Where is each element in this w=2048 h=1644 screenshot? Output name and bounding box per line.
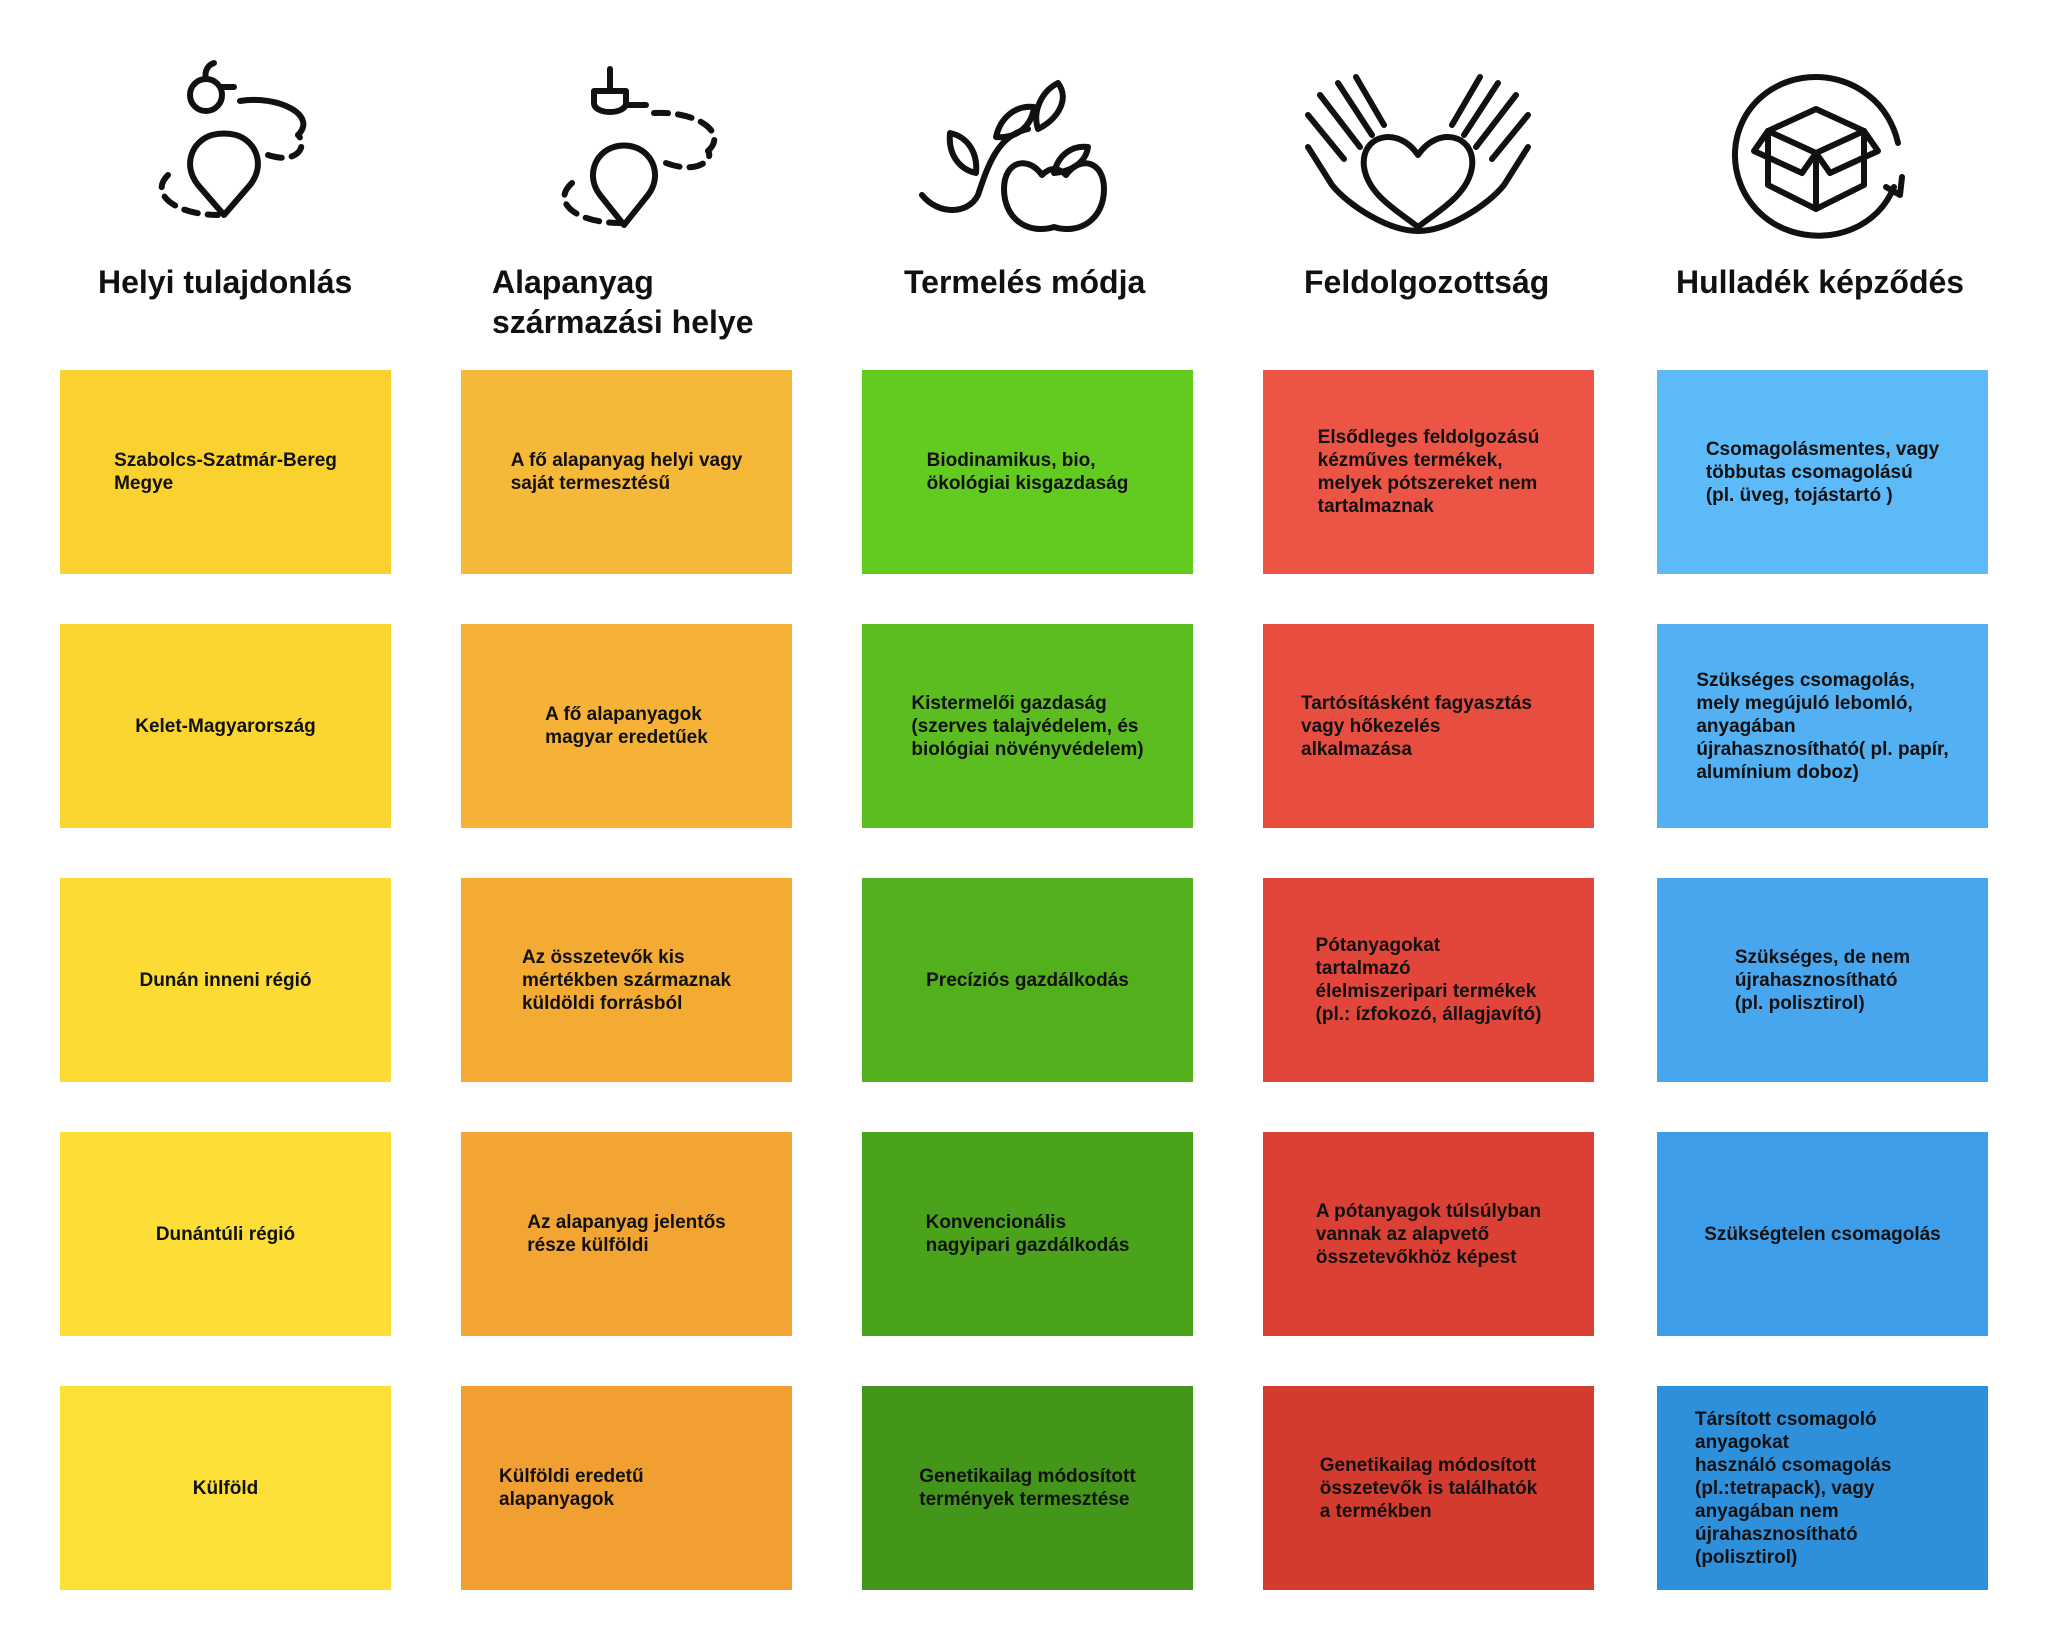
- card-termeles-5: Genetikailag módosított termények termes…: [862, 1386, 1193, 1590]
- card-text: Biodinamikus, bio, ökológiai kisgazdaság: [926, 450, 1129, 494]
- card-text: Elsődleges feldolgozású kézműves terméke…: [1317, 427, 1540, 517]
- card-termeles-1: Biodinamikus, bio, ökológiai kisgazdaság: [862, 370, 1193, 574]
- heading-helyi-tulajdonlas: Helyi tulajdonlás: [98, 264, 353, 300]
- card-text: Az összetevők kis mértékben származnak k…: [521, 946, 732, 1014]
- heading-feldolgozottsag: Feldolgozottság: [1304, 264, 1550, 300]
- card-hulladek-4: Szükségtelen csomagolás: [1657, 1132, 1988, 1336]
- card-text: Tartósításként fagyasztás vagy hőkezelés…: [1301, 692, 1532, 760]
- card-text: Genetikailag módosított összetevők is ta…: [1319, 1454, 1538, 1522]
- heading-hulladek-kepzodes: Hulladék képződés: [1676, 264, 1965, 300]
- card-alapanyag-3: Az összetevők kis mértékben származnak k…: [461, 878, 792, 1082]
- card-helyi-tulajdonlas-3: Dunán inneni régió: [60, 878, 391, 1082]
- card-text: Szabolcs-Szatmár-Bereg Megye: [114, 450, 337, 494]
- hands-heart-icon: [1298, 55, 1538, 255]
- card-text: Külföld: [192, 1477, 259, 1499]
- card-text: A fő alapanyag helyi vagy saját termeszt…: [510, 450, 743, 494]
- card-text: Pótanyagokat tartalmazó élelmiszeripari …: [1315, 935, 1542, 1025]
- heading-alapanyag-szarmazasi-helye: Alapanyag származási helye: [492, 264, 754, 340]
- card-text: Külföldi eredetű alapanyagok: [499, 1466, 644, 1510]
- card-feldolgozottsag-1: Elsődleges feldolgozású kézműves terméke…: [1263, 370, 1594, 574]
- card-text: Kelet-Magyarország: [135, 715, 316, 737]
- card-helyi-tulajdonlas-1: Szabolcs-Szatmár-Bereg Megye: [60, 370, 391, 574]
- card-helyi-tulajdonlas-4: Dunántúli régió: [60, 1132, 391, 1336]
- card-hulladek-5: Társított csomagoló anyagokat használó c…: [1657, 1386, 1988, 1590]
- card-text: Precíziós gazdálkodás: [926, 969, 1129, 991]
- card-alapanyag-2: A fő alapanyagok magyar eredetűek: [461, 624, 792, 828]
- heading-termeles-modja: Termelés módja: [904, 264, 1146, 300]
- location-pin-apple-icon: [128, 55, 368, 255]
- card-alapanyag-4: Az alapanyag jelentős része külföldi: [461, 1132, 792, 1336]
- card-text: Csomagolásmentes, vagy többutas csomagol…: [1705, 438, 1940, 506]
- card-text: Genetikailag módosított termények termes…: [919, 1466, 1136, 1510]
- card-text: Dunán inneni régió: [139, 969, 312, 991]
- card-feldolgozottsag-4: A pótanyagok túlsúlyban vannak az alapve…: [1263, 1132, 1594, 1336]
- card-termeles-3: Precíziós gazdálkodás: [862, 878, 1193, 1082]
- card-feldolgozottsag-5: Genetikailag módosított összetevők is ta…: [1263, 1386, 1594, 1590]
- card-text: Kistermelői gazdaság (szerves talajvédel…: [911, 692, 1144, 760]
- card-termeles-4: Konvencionális nagyipari gazdálkodás: [862, 1132, 1193, 1336]
- card-text: A fő alapanyagok magyar eredetűek: [545, 704, 708, 748]
- card-alapanyag-1: A fő alapanyag helyi vagy saját termeszt…: [461, 370, 792, 574]
- location-pin-shovel-icon: [528, 55, 768, 255]
- card-alapanyag-5: Külföldi eredetű alapanyagok: [461, 1386, 792, 1590]
- card-feldolgozottsag-2: Tartósításként fagyasztás vagy hőkezelés…: [1263, 624, 1594, 828]
- card-text: Szükségtelen csomagolás: [1704, 1223, 1941, 1245]
- card-text: Szükséges, de nem újrahasznosítható (pl.…: [1734, 946, 1911, 1014]
- card-hulladek-2: Szükséges csomagolás, mely megújuló lebo…: [1657, 624, 1988, 828]
- card-helyi-tulajdonlas-5: Külföld: [60, 1386, 391, 1590]
- card-text: Az alapanyag jelentős része külföldi: [527, 1212, 726, 1256]
- card-text: Szükséges csomagolás, mely megújuló lebo…: [1696, 669, 1949, 783]
- card-text: Konvencionális nagyipari gazdálkodás: [925, 1212, 1130, 1256]
- card-hulladek-1: Csomagolásmentes, vagy többutas csomagol…: [1657, 370, 1988, 574]
- recycle-box-icon: [1698, 55, 1938, 255]
- card-text: Dunántúli régió: [155, 1223, 296, 1245]
- card-text: A pótanyagok túlsúlyban vannak az alapve…: [1315, 1200, 1542, 1268]
- card-feldolgozottsag-3: Pótanyagokat tartalmazó élelmiszeripari …: [1263, 878, 1594, 1082]
- card-termeles-2: Kistermelői gazdaság (szerves talajvédel…: [862, 624, 1193, 828]
- card-text: Társított csomagoló anyagokat használó c…: [1695, 1408, 1892, 1568]
- plant-apple-icon: [908, 55, 1148, 255]
- card-helyi-tulajdonlas-2: Kelet-Magyarország: [60, 624, 391, 828]
- card-hulladek-3: Szükséges, de nem újrahasznosítható (pl.…: [1657, 878, 1988, 1082]
